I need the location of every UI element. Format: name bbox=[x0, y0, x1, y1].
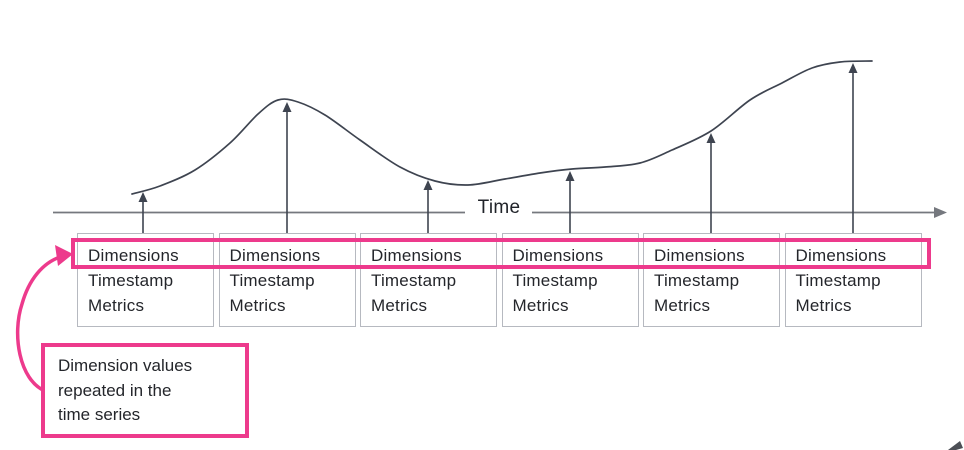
value-arrowhead-icon bbox=[565, 171, 575, 181]
value-arrowhead-icon bbox=[706, 133, 716, 143]
record-field-metrics: Metrics bbox=[512, 296, 569, 315]
annotation-line: Dimension values bbox=[58, 356, 193, 375]
record-field-metrics: Metrics bbox=[229, 296, 286, 315]
annotation-line: time series bbox=[58, 405, 141, 424]
record-field-metrics: Metrics bbox=[88, 296, 145, 315]
record-box: Dimensions Timestamp Metrics bbox=[784, 233, 922, 327]
value-arrowhead-icon bbox=[848, 63, 858, 73]
record-field-dimensions: Dimensions bbox=[654, 246, 745, 265]
record-box: Dimensions Timestamp Metrics bbox=[77, 233, 214, 327]
record-field-metrics: Metrics bbox=[371, 296, 428, 315]
record-field-timestamp: Timestamp bbox=[795, 271, 881, 290]
record-field-timestamp: Timestamp bbox=[512, 271, 598, 290]
record-field-dimensions: Dimensions bbox=[88, 246, 179, 265]
record-field-metrics: Metrics bbox=[795, 296, 852, 315]
annotation-callout: Dimension values repeated in the time se… bbox=[41, 343, 249, 438]
time-series-curve bbox=[131, 60, 873, 195]
record-field-metrics: Metrics bbox=[654, 296, 711, 315]
record-field-timestamp: Timestamp bbox=[654, 271, 740, 290]
record-field-dimensions: Dimensions bbox=[371, 246, 462, 265]
record-row: Dimensions Timestamp Metrics Dimensions … bbox=[77, 233, 922, 327]
value-arrowhead-icon bbox=[423, 180, 433, 190]
record-field-timestamp: Timestamp bbox=[371, 271, 457, 290]
value-arrowhead-icon bbox=[282, 102, 292, 112]
corner-artifact bbox=[948, 441, 963, 450]
record-box: Dimensions Timestamp Metrics bbox=[360, 233, 497, 327]
annotation-line: repeated in the bbox=[58, 380, 172, 400]
time-axis-label: Time bbox=[477, 197, 521, 218]
annotation-arrow-curve bbox=[15, 255, 62, 393]
record-field-dimensions: Dimensions bbox=[512, 246, 604, 265]
record-box: Dimensions Timestamp Metrics bbox=[218, 233, 356, 327]
annotation-arrowhead-icon bbox=[55, 245, 73, 266]
axis-arrowhead-icon bbox=[934, 207, 947, 218]
record-box: Dimensions Timestamp Metrics bbox=[501, 233, 639, 327]
value-arrowhead-icon bbox=[138, 192, 148, 202]
record-box: Dimensions Timestamp Metrics bbox=[643, 233, 780, 327]
record-field-dimensions: Dimensions bbox=[795, 246, 887, 265]
record-field-timestamp: Timestamp bbox=[229, 271, 315, 290]
record-field-dimensions: Dimensions bbox=[229, 246, 321, 265]
record-field-timestamp: Timestamp bbox=[88, 271, 174, 290]
value-arrows bbox=[138, 63, 858, 234]
